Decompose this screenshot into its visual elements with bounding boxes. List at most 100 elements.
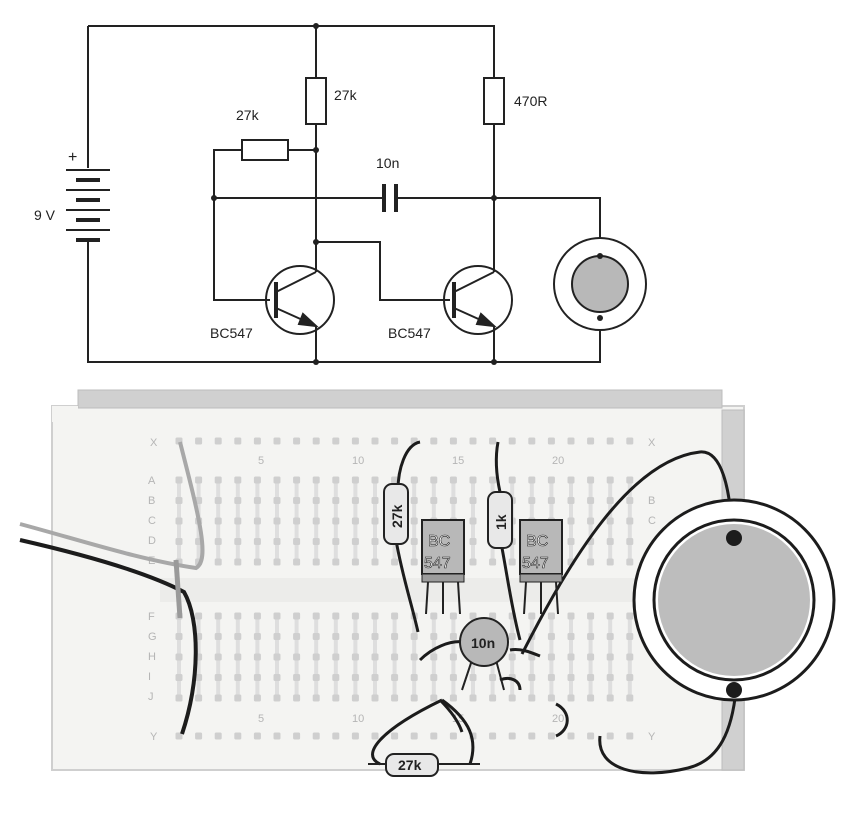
breadboard-hole xyxy=(469,517,477,525)
battery-symbol xyxy=(66,169,110,252)
breadboard-hole xyxy=(253,497,261,504)
breadboard-hole xyxy=(567,497,575,504)
breadboard-hole xyxy=(175,674,183,681)
breadboard-hole xyxy=(195,612,203,620)
breadboard-hole xyxy=(312,612,320,620)
breadboard-hole xyxy=(508,558,516,566)
breadboard-hole xyxy=(195,674,203,681)
breadboard-hole xyxy=(253,732,261,740)
breadboard-hole xyxy=(430,694,438,702)
breadboard-hole xyxy=(567,612,575,620)
row-label-x-left: X xyxy=(150,437,158,449)
breadboard-hole xyxy=(293,558,301,566)
breadboard-hole xyxy=(469,674,477,681)
row-label-y-left: Y xyxy=(150,731,158,743)
breadboard-hole xyxy=(293,694,301,702)
breadboard-hole xyxy=(332,476,340,484)
breadboard-hole xyxy=(587,497,595,504)
breadboard-hole xyxy=(528,497,536,504)
breadboard-hole xyxy=(606,517,614,525)
breadboard-hole xyxy=(606,694,614,702)
breadboard-hole xyxy=(312,732,320,740)
breadboard-hole xyxy=(449,694,457,702)
breadboard-hole xyxy=(489,694,497,702)
battery-voltage-label: 9 V xyxy=(34,207,56,223)
breadboard-hole xyxy=(567,694,575,702)
breadboard-hole xyxy=(410,476,418,484)
breadboard-hole xyxy=(371,538,379,545)
breadboard-hole xyxy=(489,476,497,484)
breadboard-hole xyxy=(253,674,261,681)
column-label-20-bottom: 20 xyxy=(552,713,564,725)
breadboard-hole xyxy=(567,538,575,545)
breadboard-hole xyxy=(293,612,301,620)
breadboard-hole xyxy=(567,633,575,640)
row-label-a: A xyxy=(148,475,156,487)
breadboard-hole xyxy=(234,538,242,545)
row-label-c: C xyxy=(148,515,156,527)
breadboard-hole xyxy=(626,674,634,681)
capacitor-symbol xyxy=(382,184,398,212)
breadboard-hole xyxy=(253,538,261,545)
breadboard-hole xyxy=(430,633,438,640)
breadboard-hole xyxy=(410,497,418,504)
breadboard-hole xyxy=(587,732,595,740)
breadboard-hole xyxy=(528,653,536,661)
breadboard-hole xyxy=(253,558,261,566)
wire-base-feedback-left xyxy=(213,149,270,301)
breadboard-hole xyxy=(626,633,634,640)
transistor-left-package-line1: BC xyxy=(428,533,450,550)
breadboard-hole xyxy=(214,517,222,525)
breadboard-hole xyxy=(489,674,497,681)
breadboard-hole xyxy=(351,732,359,740)
breadboard-hole xyxy=(312,437,320,445)
breadboard-hole xyxy=(606,558,614,566)
breadboard-hole xyxy=(626,694,634,702)
breadboard-hole xyxy=(234,674,242,681)
resistor-1k-vertical: 1k xyxy=(487,491,513,549)
breadboard-hole xyxy=(508,437,516,445)
junction-dot xyxy=(313,23,319,29)
breadboard-hole xyxy=(332,612,340,620)
breadboard-hole xyxy=(371,558,379,566)
transistor-left-package-line2: 547 xyxy=(424,555,451,572)
breadboard-hole xyxy=(234,653,242,661)
breadboard-hole xyxy=(508,633,516,640)
breadboard-hole xyxy=(293,633,301,640)
transistor-right-package-line1: BC xyxy=(526,533,548,550)
resistor-27k-base-label: 27k xyxy=(236,107,260,123)
breadboard-hole xyxy=(234,694,242,702)
breadboard-hole xyxy=(312,517,320,525)
column-label-5-bottom: 5 xyxy=(258,713,264,725)
breadboard-hole xyxy=(430,653,438,661)
transistor-left-package: BC 547 xyxy=(421,519,465,615)
breadboard-hole xyxy=(606,633,614,640)
breadboard-hole xyxy=(253,517,261,525)
column-label-10-top: 10 xyxy=(352,455,364,467)
breadboard-hole xyxy=(332,653,340,661)
column-label-10-bottom: 10 xyxy=(352,713,364,725)
breadboard-hole xyxy=(391,633,399,640)
breadboard-hole xyxy=(332,633,340,640)
breadboard-hole xyxy=(195,732,203,740)
breadboard-hole xyxy=(391,653,399,661)
breadboard-hole xyxy=(469,476,477,484)
breadboard-hole xyxy=(371,633,379,640)
breadboard-hole xyxy=(391,476,399,484)
breadboard-hole xyxy=(410,653,418,661)
breadboard-hole xyxy=(567,674,575,681)
breadboard-hole xyxy=(273,732,281,740)
breadboard-hole xyxy=(626,732,634,740)
breadboard-hole xyxy=(469,694,477,702)
speaker-symbol xyxy=(553,237,647,331)
breadboard-hole xyxy=(332,732,340,740)
junctions xyxy=(211,23,497,365)
resistor-27k-vertical: 27k xyxy=(383,483,409,545)
breadboard-hole xyxy=(214,437,222,445)
breadboard-hole xyxy=(234,558,242,566)
breadboard-hole xyxy=(469,538,477,545)
breadboard-hole xyxy=(410,538,418,545)
schematic xyxy=(87,25,601,363)
breadboard-hole xyxy=(547,437,555,445)
breadboard-hole xyxy=(332,497,340,504)
